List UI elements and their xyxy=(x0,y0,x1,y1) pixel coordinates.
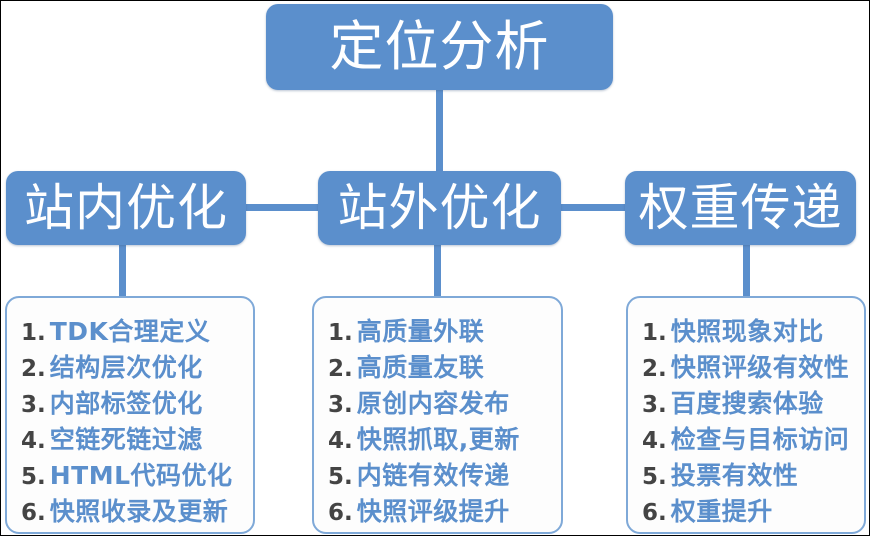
list-item-label: 空链死链过滤 xyxy=(49,425,203,454)
list-item-label: 内链有效传递 xyxy=(356,461,510,490)
list-item-number: 6. xyxy=(328,500,353,526)
list-item-number: 6. xyxy=(642,500,667,526)
connector-onsite-to-offsite xyxy=(244,204,322,211)
list-item-number: 3. xyxy=(328,392,353,418)
list-item: 6. 快照收录及更新 xyxy=(21,492,253,528)
list-item-label: 原创内容发布 xyxy=(356,389,510,418)
list-item-number: 3. xyxy=(642,392,667,418)
list-item-number: 4. xyxy=(21,428,46,454)
list-item-label: 快照抓取,更新 xyxy=(356,425,520,454)
list-item-number: 5. xyxy=(328,464,353,490)
list-item-number: 1. xyxy=(21,320,46,346)
connector-onsite-to-list xyxy=(119,241,126,301)
list-item: 6. 权重提升 xyxy=(642,492,864,528)
list-item-number: 4. xyxy=(328,428,353,454)
list-item-label: 快照收录及更新 xyxy=(49,497,229,526)
list-item: 3. 百度搜索体验 xyxy=(642,384,864,420)
node-offsite-label: 站外优化 xyxy=(337,179,542,237)
list-item: 5. 投票有效性 xyxy=(642,456,864,492)
list-item-number: 2. xyxy=(21,356,46,382)
list-panel-onsite: 1. TDK合理定义 2. 结构层次优化 3. 内部标签优化 4. 空链死链过滤… xyxy=(5,296,255,534)
node-title[interactable]: 定位分析 xyxy=(266,4,613,90)
connector-offsite-to-weight xyxy=(558,204,629,211)
node-onsite[interactable]: 站内优化 xyxy=(6,171,246,245)
list-item-label: 投票有效性 xyxy=(670,461,799,490)
list-item-number: 6. xyxy=(21,500,46,526)
list-item-label: TDK合理定义 xyxy=(49,317,211,346)
list-item-label: HTML代码优化 xyxy=(49,461,233,490)
list-item-number: 4. xyxy=(642,428,667,454)
node-title-label: 定位分析 xyxy=(329,15,550,78)
node-onsite-label: 站内优化 xyxy=(24,179,228,237)
list-item-label: 快照现象对比 xyxy=(670,317,824,346)
list-item: 1. TDK合理定义 xyxy=(21,312,253,348)
node-weight[interactable]: 权重传递 xyxy=(625,171,856,245)
list-item: 3. 原创内容发布 xyxy=(328,384,561,420)
list-item-label: 权重提升 xyxy=(670,497,773,526)
list-item-label: 检查与目标访问 xyxy=(670,425,850,454)
connector-title-to-offsite xyxy=(436,87,443,175)
list-item-number: 1. xyxy=(328,320,353,346)
node-offsite[interactable]: 站外优化 xyxy=(318,171,561,245)
list-item: 1. 高质量外联 xyxy=(328,312,561,348)
list-item-label: 百度搜索体验 xyxy=(670,389,824,418)
list-item-label: 高质量外联 xyxy=(356,317,485,346)
list-item-label: 结构层次优化 xyxy=(49,353,203,382)
list-item-label: 快照评级有效性 xyxy=(670,353,850,382)
list-item-label: 高质量友联 xyxy=(356,353,485,382)
connector-offsite-to-list xyxy=(434,241,441,301)
list-item-label: 内部标签优化 xyxy=(49,389,203,418)
list-item: 4. 快照抓取,更新 xyxy=(328,420,561,456)
list-item-number: 5. xyxy=(21,464,46,490)
list-item-number: 5. xyxy=(642,464,667,490)
list-item: 2. 快照评级有效性 xyxy=(642,348,864,384)
list-item: 3. 内部标签优化 xyxy=(21,384,253,420)
list-panel-weight: 1. 快照现象对比 2. 快照评级有效性 3. 百度搜索体验 4. 检查与目标访… xyxy=(626,296,866,534)
list-item: 2. 结构层次优化 xyxy=(21,348,253,384)
node-weight-label: 权重传递 xyxy=(638,179,843,237)
list-item-number: 2. xyxy=(328,356,353,382)
list-item: 5. 内链有效传递 xyxy=(328,456,561,492)
list-item-label: 快照评级提升 xyxy=(356,497,510,526)
list-item-number: 1. xyxy=(642,320,667,346)
list-item-number: 3. xyxy=(21,392,46,418)
list-item: 6. 快照评级提升 xyxy=(328,492,561,528)
list-item: 4. 检查与目标访问 xyxy=(642,420,864,456)
list-item: 2. 高质量友联 xyxy=(328,348,561,384)
list-item: 5. HTML代码优化 xyxy=(21,456,253,492)
list-item-number: 2. xyxy=(642,356,667,382)
list-panel-offsite: 1. 高质量外联 2. 高质量友联 3. 原创内容发布 4. 快照抓取,更新 5… xyxy=(312,296,563,534)
connector-weight-to-list xyxy=(743,241,750,301)
list-item: 4. 空链死链过滤 xyxy=(21,420,253,456)
list-item: 1. 快照现象对比 xyxy=(642,312,864,348)
